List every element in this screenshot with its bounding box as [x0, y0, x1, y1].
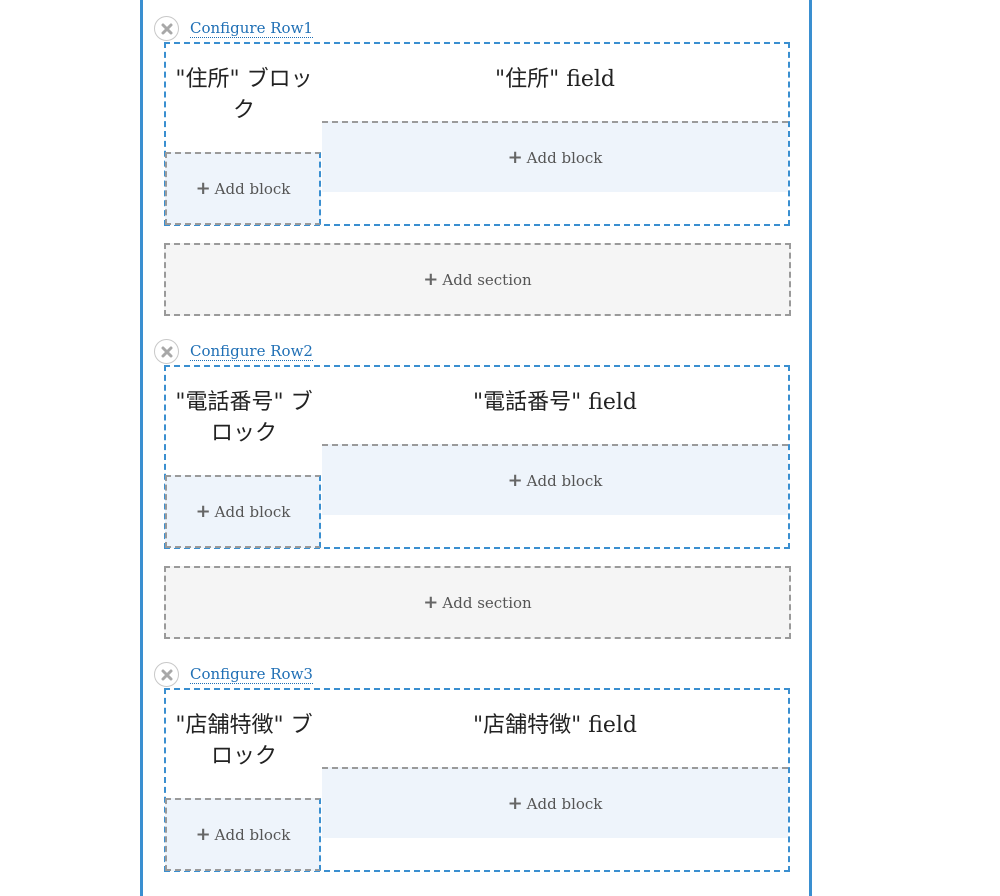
configure-section-link[interactable]: Configure Row3: [190, 665, 313, 684]
plus-icon: +: [195, 824, 211, 845]
plus-icon: +: [507, 793, 523, 814]
add-block-button[interactable]: + Add block: [322, 444, 788, 515]
region-first: "電話番号" ブロック + Add block: [165, 367, 322, 548]
region-first: "店舗特徴" ブロック + Add block: [165, 690, 322, 871]
plus-icon: +: [195, 501, 211, 522]
close-icon: [161, 23, 172, 34]
block-label: "住所" ブロック: [175, 67, 313, 123]
remove-section-button[interactable]: [154, 662, 179, 687]
block-label: "電話番号" ブロック: [175, 390, 313, 446]
section-row-2: Configure Row2 "電話番号" ブロック + Add block "…: [154, 339, 794, 549]
layout-builder-frame: [140, 0, 812, 896]
add-block-label: Add block: [214, 179, 291, 198]
plus-icon: +: [507, 470, 523, 491]
region-second: "住所" field + Add block: [322, 44, 788, 224]
section-layout: "住所" ブロック + Add block "住所" field + Add b…: [164, 42, 790, 226]
section-row-1: Configure Row1 "住所" ブロック + Add block "住所…: [154, 16, 794, 226]
plus-icon: +: [423, 592, 439, 613]
remove-section-button[interactable]: [154, 16, 179, 41]
plus-icon: +: [195, 178, 211, 199]
plus-icon: +: [507, 147, 523, 168]
field-label: "店舗特徴" field: [472, 713, 638, 738]
region-second: "電話番号" field + Add block: [322, 367, 788, 547]
add-block-button[interactable]: + Add block: [165, 475, 321, 548]
configure-section-link[interactable]: Configure Row1: [190, 19, 313, 38]
section-row-3: Configure Row3 "店舗特徴" ブロック + Add block "…: [154, 662, 794, 872]
section-layout: "店舗特徴" ブロック + Add block "店舗特徴" field + A…: [164, 688, 790, 872]
field-label: "住所" field: [494, 67, 616, 92]
add-block-button[interactable]: + Add block: [165, 798, 321, 871]
remove-section-button[interactable]: [154, 339, 179, 364]
block-label: "店舗特徴" ブロック: [175, 713, 313, 769]
region-first: "住所" ブロック + Add block: [165, 44, 322, 225]
add-block-label: Add block: [214, 825, 291, 844]
add-block-label: Add block: [526, 471, 603, 490]
add-block-label: Add block: [526, 794, 603, 813]
add-section-button[interactable]: + Add section: [164, 243, 791, 316]
add-block-label: Add block: [526, 148, 603, 167]
section-layout: "電話番号" ブロック + Add block "電話番号" field + A…: [164, 365, 790, 549]
close-icon: [161, 669, 172, 680]
add-section-label: Add section: [442, 593, 532, 612]
add-block-label: Add block: [214, 502, 291, 521]
field-label: "電話番号" field: [472, 390, 638, 415]
add-section-label: Add section: [442, 270, 532, 289]
configure-section-link[interactable]: Configure Row2: [190, 342, 313, 361]
add-block-button[interactable]: + Add block: [322, 767, 788, 838]
add-block-button[interactable]: + Add block: [165, 152, 321, 225]
add-section-button[interactable]: + Add section: [164, 566, 791, 639]
close-icon: [161, 346, 172, 357]
region-second: "店舗特徴" field + Add block: [322, 690, 788, 870]
plus-icon: +: [423, 269, 439, 290]
add-block-button[interactable]: + Add block: [322, 121, 788, 192]
